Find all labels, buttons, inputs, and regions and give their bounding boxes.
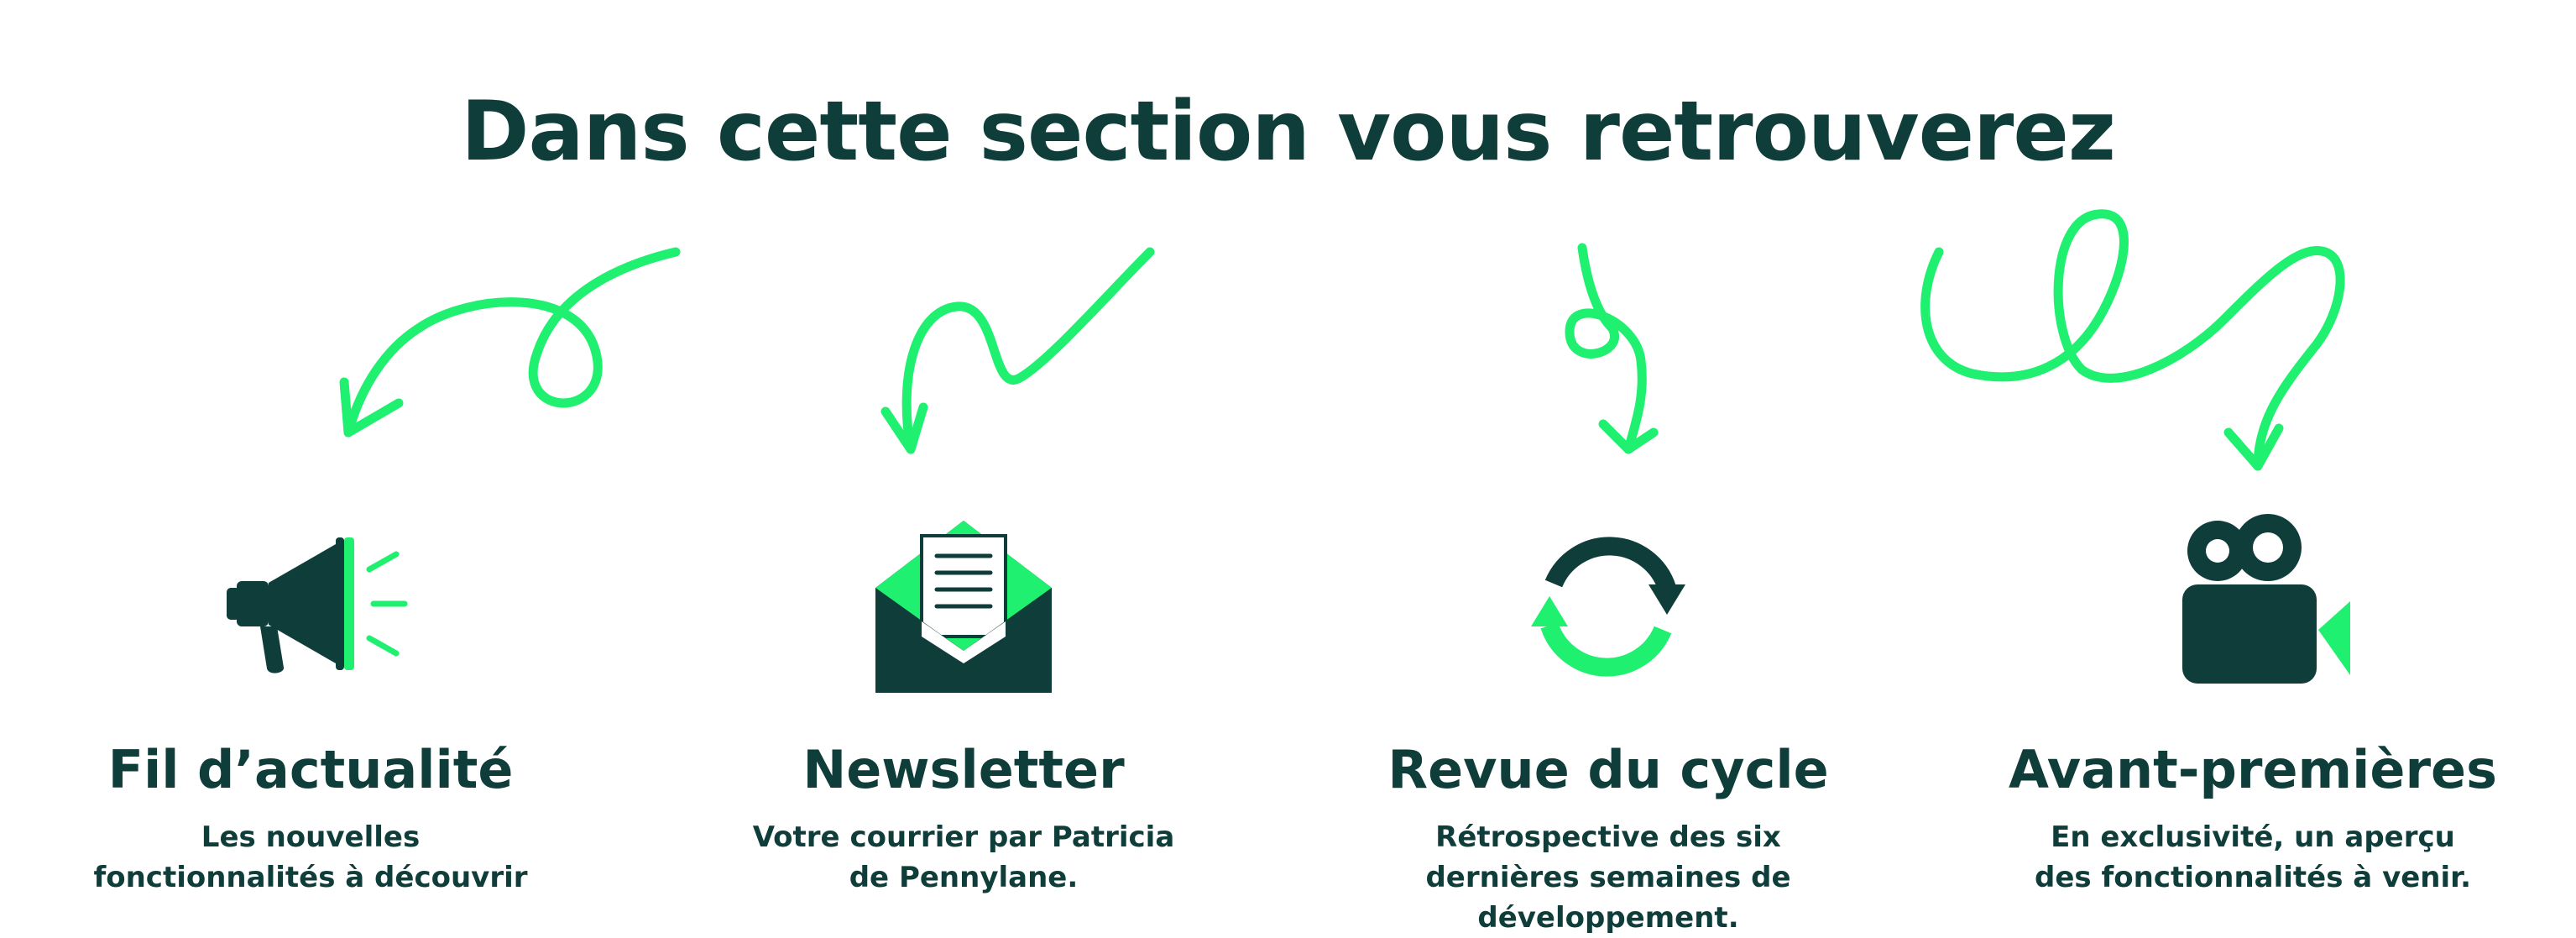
feature-card-news-feed: Fil d’actualité Les nouvelles fonctionna…	[50, 504, 571, 898]
feature-label: Revue du cycle	[1387, 739, 1829, 800]
arrow-4-head	[2223, 423, 2284, 471]
feature-card-previews: Avant-premières En exclusivité, un aperç…	[1993, 504, 2513, 898]
arrow-3-stroke	[1565, 243, 1647, 454]
feature-card-cycle-review: Revue du cycle Rétrospective des six der…	[1348, 504, 1868, 938]
feature-label: Fil d’actualité	[107, 739, 514, 800]
feature-description: Votre courrier par Patricia de Pennylane…	[752, 820, 1175, 894]
page-title: Dans cette section vous retrouverez	[461, 84, 2116, 180]
feature-description: Rétrospective des six dernières semaines…	[1425, 820, 1791, 935]
feature-label: Newsletter	[802, 739, 1125, 800]
cycle-arrows-icon	[1531, 537, 1685, 677]
arrow-1-stroke	[343, 247, 681, 438]
arrow-2-stroke	[901, 247, 1155, 454]
feature-description: Les nouvelles fonctionnalités à découvri…	[93, 820, 528, 894]
video-camera-icon	[2182, 514, 2350, 684]
arrow-2-head	[880, 402, 928, 454]
megaphone-icon	[227, 537, 408, 673]
envelope-icon	[875, 521, 1052, 693]
arrow-3-head	[1598, 419, 1659, 454]
decorative-arrows	[339, 209, 2345, 471]
arrow-1-head	[339, 377, 404, 438]
feature-description: En exclusivité, un aperçu des fonctionna…	[2035, 820, 2471, 894]
feature-card-newsletter: Newsletter Votre courrier par Patricia d…	[703, 504, 1224, 898]
arrow-4-stroke	[1920, 209, 2345, 471]
feature-label: Avant-premières	[2009, 739, 2497, 800]
